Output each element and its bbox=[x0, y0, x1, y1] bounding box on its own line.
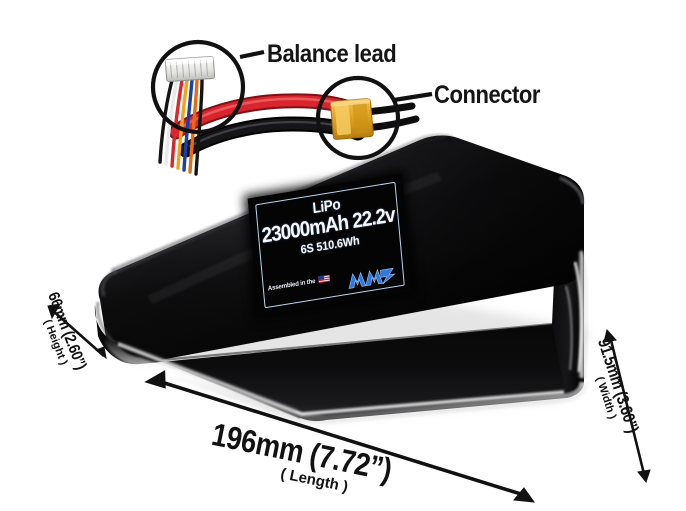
balance-lead-highlight-circle bbox=[150, 39, 246, 135]
xt60-connector-icon bbox=[330, 98, 374, 140]
connector-highlight-circle bbox=[315, 75, 401, 161]
dimension-arrows bbox=[47, 303, 651, 503]
battery-spec-label: LiPo 23000mAh 22.2v 6S 510.6Wh Assembled… bbox=[247, 173, 413, 317]
usa-flag-icon bbox=[318, 274, 331, 284]
width-arrow bbox=[603, 328, 651, 484]
jst-balance-connector-icon bbox=[164, 56, 216, 82]
power-wires-group bbox=[168, 93, 420, 158]
height-arrow bbox=[47, 303, 107, 360]
length-arrow bbox=[144, 370, 536, 503]
balance-lead-callout-label: Balance lead bbox=[267, 40, 397, 68]
callout-leaders bbox=[150, 39, 433, 161]
connector-callout-label: Connector bbox=[434, 81, 541, 109]
mm-logo bbox=[348, 267, 396, 289]
